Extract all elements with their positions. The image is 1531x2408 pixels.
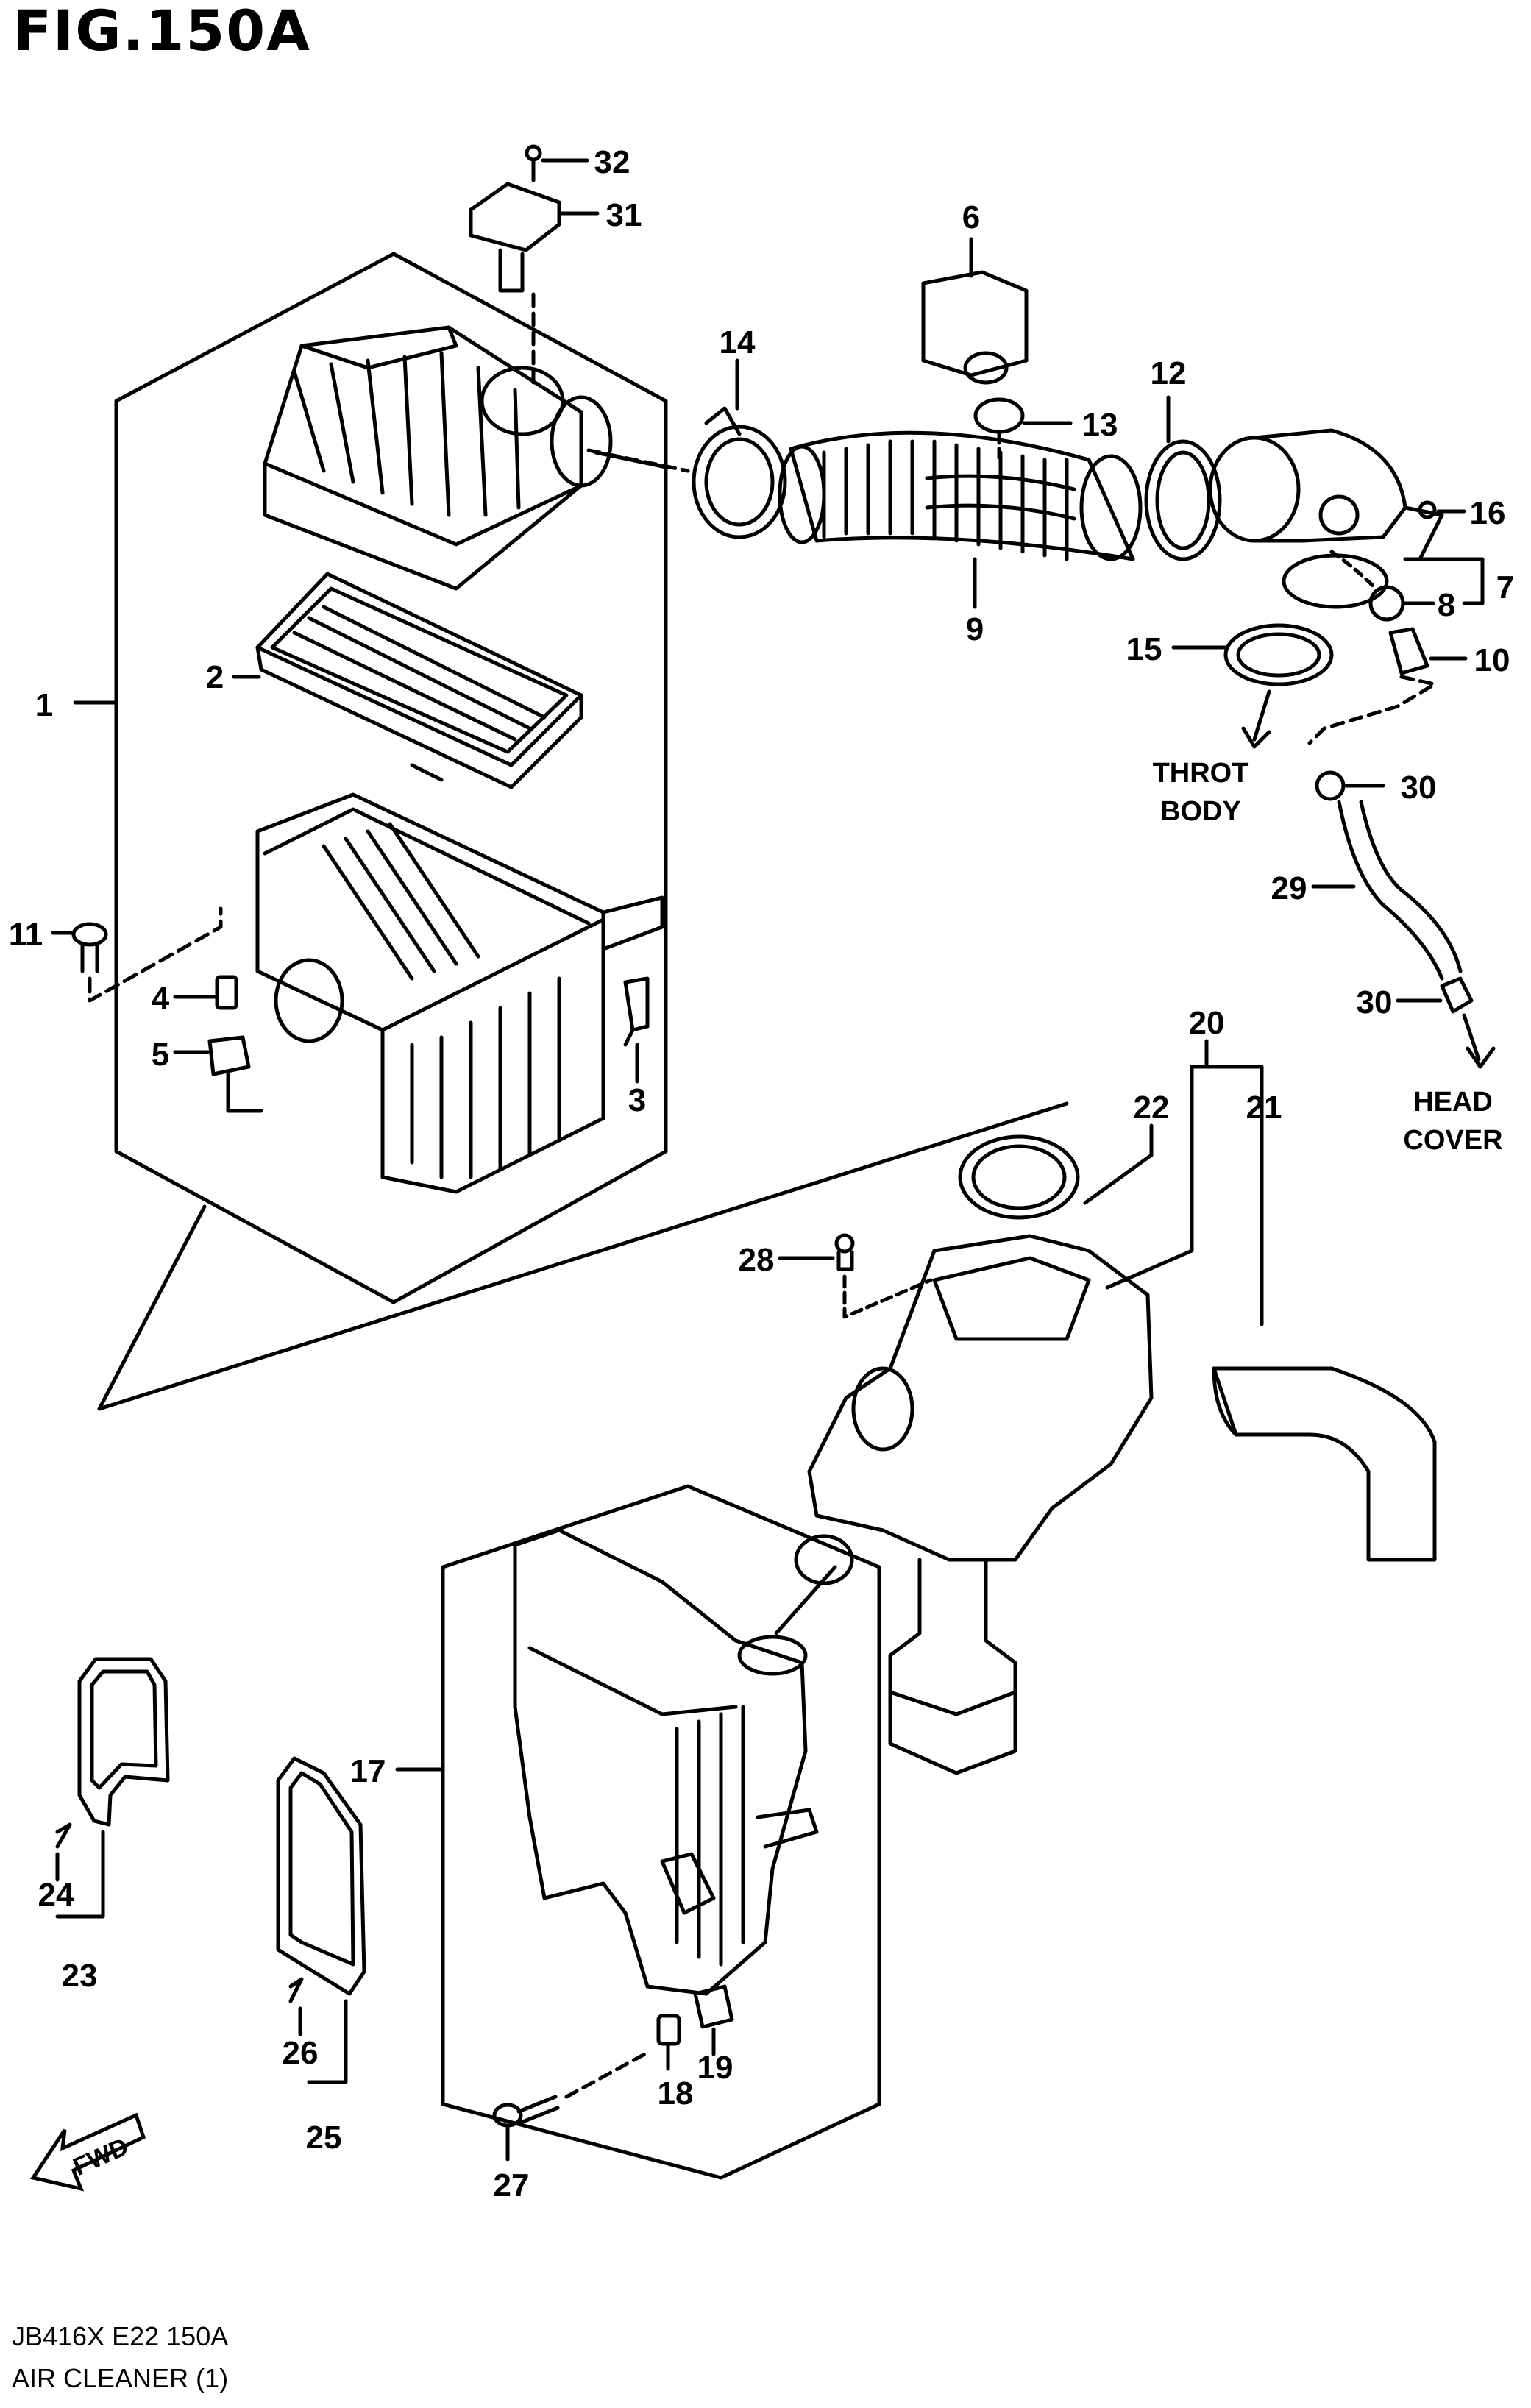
seal-25 <box>276 1756 366 1996</box>
resonator-duct-22 <box>794 1134 1154 1775</box>
callout-1: 1 <box>35 687 53 723</box>
dest-throttle-line1: THROT <box>1153 758 1249 789</box>
clip-24 <box>55 1822 72 1849</box>
leader-11-dash <box>88 906 223 1003</box>
callout-14: 14 <box>720 324 756 361</box>
leader-27-dash <box>564 2050 650 2099</box>
hose-clamp-14 <box>692 406 787 539</box>
callout-18: 18 <box>658 2075 694 2112</box>
bent-duct-21 <box>1212 1366 1437 1562</box>
dest-head-line1: HEAD <box>1413 1087 1493 1118</box>
leader-23-bracket <box>55 1830 105 1919</box>
leader-5-bracket <box>226 1072 263 1113</box>
arrow-throttle-shaft <box>1252 689 1271 742</box>
callout-13: 13 <box>1082 407 1118 443</box>
callout-2: 2 <box>206 659 224 695</box>
callout-5: 5 <box>152 1037 169 1073</box>
callout-21: 21 <box>1246 1090 1282 1126</box>
figure-caption: AIR CLEANER (1) <box>12 2363 229 2393</box>
callout-28: 28 <box>739 1242 775 1278</box>
leader-10-dash <box>1307 675 1437 745</box>
fwd-arrow: FWD <box>29 2112 146 2192</box>
clamp-30-lower <box>1440 976 1474 1014</box>
callout-7: 7 <box>1496 569 1514 605</box>
leader-cap-hose <box>586 448 690 473</box>
intake-pipe-7 <box>1208 428 1444 561</box>
arrow-head-cover-head <box>1466 1046 1496 1069</box>
clamp-13 <box>973 397 1025 434</box>
screw-16 <box>1418 500 1437 519</box>
callout-10: 10 <box>1474 642 1510 678</box>
callout-24: 24 <box>38 1877 74 1913</box>
clamp-30-upper <box>1315 770 1346 801</box>
callout-26: 26 <box>283 2035 319 2071</box>
model-code: JB416X E22 150A <box>12 2321 229 2351</box>
leader-resonator-duct <box>774 1565 837 1635</box>
callout-15: 15 <box>1126 631 1162 667</box>
clip-28 <box>834 1233 855 1271</box>
callout-17: 17 <box>350 1753 386 1789</box>
lower-assembly-frame <box>441 1484 881 2180</box>
callout-22: 22 <box>1134 1090 1170 1126</box>
connector-10 <box>1388 627 1429 675</box>
bolt-11 <box>71 922 108 973</box>
callout-30-upper: 30 <box>1401 770 1437 806</box>
callout-9: 9 <box>966 611 984 647</box>
callout-4: 4 <box>152 981 170 1017</box>
callout-29: 29 <box>1271 870 1307 906</box>
callout-pointer <box>97 1101 1069 1411</box>
leader-20-bracket <box>1105 1065 1264 1326</box>
leader-22-line <box>1083 1153 1154 1205</box>
air-cleaner-element <box>255 572 583 789</box>
hose-clamp-15 <box>1223 623 1334 686</box>
callout-12: 12 <box>1151 355 1187 391</box>
callout-31: 31 <box>606 197 642 233</box>
screw-32 <box>525 144 542 182</box>
collar-18 <box>656 2014 681 2046</box>
breather-hose-29 <box>1337 800 1444 981</box>
clip-3 <box>623 976 650 1047</box>
grommet-5 <box>207 1035 251 1076</box>
dest-head-line2: COVER <box>1403 1125 1502 1156</box>
leader-28-dash <box>842 1274 933 1319</box>
seal-ring <box>1282 553 1389 609</box>
callout-27: 27 <box>494 2167 530 2203</box>
arrow-throttle-head <box>1241 726 1271 749</box>
callout-32: 32 <box>594 144 630 180</box>
resonator-17 <box>513 1528 819 1996</box>
callout-11: 11 <box>9 917 43 953</box>
upper-assembly-frame <box>114 252 668 1304</box>
callout-30-lower: 30 <box>1357 984 1393 1020</box>
grommet-19 <box>693 1984 734 2029</box>
grommet-8 <box>1368 585 1405 622</box>
hose-clamp-12 <box>1144 439 1222 561</box>
air-flow-sensor-31 <box>469 182 561 293</box>
cap-6 <box>921 270 1029 385</box>
callout-3: 3 <box>628 1082 646 1118</box>
collar-4 <box>215 975 238 1010</box>
callout-6: 6 <box>962 199 980 235</box>
leader-7-bracket <box>1403 557 1485 605</box>
callout-16: 16 <box>1470 495 1506 531</box>
callout-19: 19 <box>697 2050 733 2086</box>
arrow-head-cover-shaft <box>1462 1013 1481 1062</box>
callout-8: 8 <box>1438 587 1455 623</box>
intake-hose-9 <box>778 430 1143 561</box>
air-cleaner-lower-case <box>255 792 664 1194</box>
callout-20: 20 <box>1189 1005 1225 1041</box>
clip-26 <box>288 1977 304 2003</box>
callout-23: 23 <box>62 1958 98 1994</box>
figure-title: FIG.150A <box>13 0 311 63</box>
seal-23 <box>77 1657 170 1827</box>
leader-25-bracket <box>307 1999 348 2084</box>
dest-throttle-line2: BODY <box>1160 796 1241 827</box>
callout-25: 25 <box>306 2120 342 2156</box>
